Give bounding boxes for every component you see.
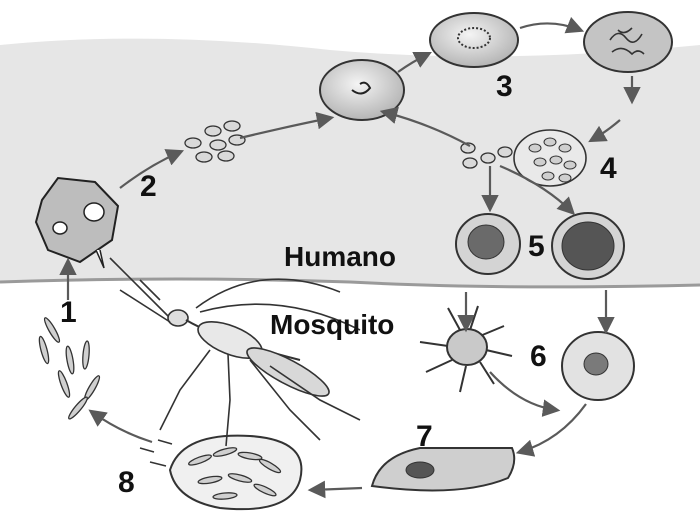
- human-host-label: Humano: [284, 241, 396, 272]
- stage-number-7: 7: [416, 420, 433, 453]
- stage-number-8: 8: [118, 466, 135, 499]
- gametocyte-small: [456, 214, 520, 274]
- ookinete: [372, 448, 514, 491]
- sporozoites: [37, 316, 101, 420]
- stage-number-3: 3: [496, 70, 513, 103]
- stage-number-4: 4: [600, 152, 617, 185]
- stage-number-6: 6: [530, 340, 547, 373]
- gametocyte-large: [552, 213, 624, 279]
- stage-number-5: 5: [528, 230, 545, 263]
- female-gamete: [562, 332, 634, 400]
- rbc-ring-stage: [320, 60, 404, 120]
- mosquito-host-label: Mosquito: [270, 309, 394, 340]
- rbc-trophozoite: [430, 13, 518, 67]
- mosquito: [110, 258, 360, 446]
- rbc-schizont: [584, 12, 672, 72]
- stage-number-2: 2: [140, 170, 157, 203]
- stage-number-1: 1: [60, 296, 77, 329]
- oocyst: [140, 436, 301, 510]
